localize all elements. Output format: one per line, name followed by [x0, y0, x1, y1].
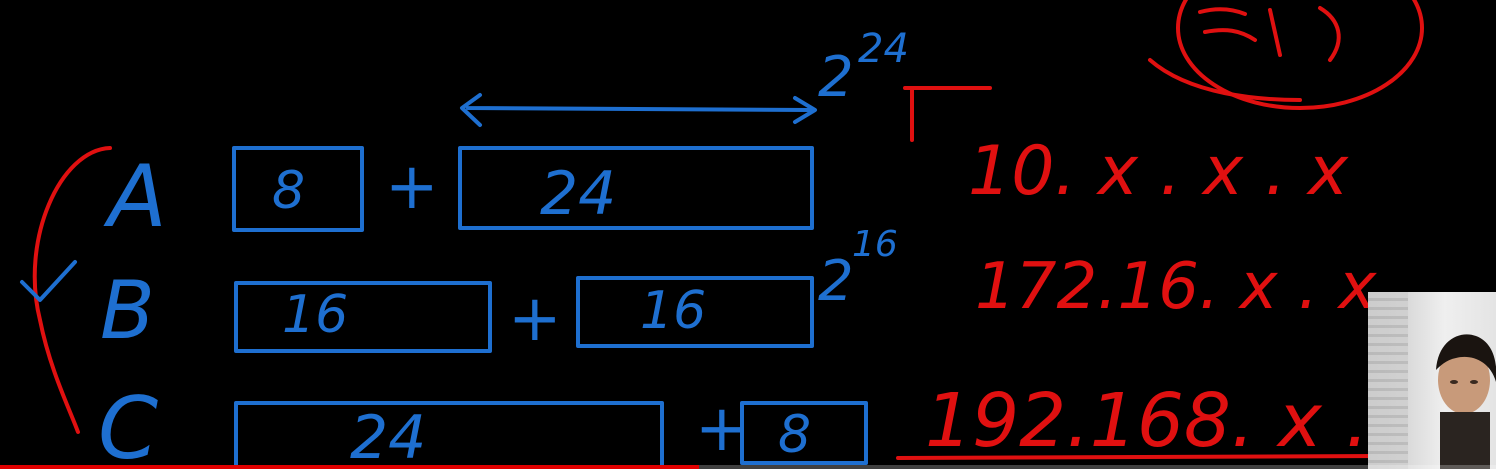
- window-blinds: [1368, 292, 1408, 469]
- class-b-host-bits: 16: [640, 281, 706, 341]
- class-c-network-bits: 24: [350, 403, 426, 469]
- tick-mark-icon: [903, 86, 992, 142]
- class-b-plus: +: [508, 282, 562, 356]
- class-a-range: 10. x . x . x: [968, 132, 1349, 211]
- class-c-plus: +: [695, 392, 749, 466]
- class-b-host-box: [576, 276, 814, 348]
- class-a-power-exponent: 24: [858, 26, 909, 72]
- video-progress-bar[interactable]: [0, 465, 1496, 469]
- video-progress-fill: [0, 465, 699, 469]
- class-c-network-box: [234, 401, 664, 469]
- class-b-power-exponent: 16: [852, 224, 898, 265]
- check-mark-icon: [20, 260, 77, 302]
- class-a-letter: A: [103, 147, 167, 247]
- class-b-letter: B: [100, 264, 155, 357]
- class-b-network-box: [234, 281, 492, 353]
- class-a-network-bits: 8: [272, 161, 305, 221]
- class-a-host-box: [458, 146, 814, 230]
- class-a-power-base: 2: [818, 45, 854, 110]
- class-c-host-box: [740, 401, 868, 465]
- class-a-network-box: [232, 146, 364, 232]
- class-b-power-base: 2: [818, 249, 854, 314]
- class-a-plus: +: [385, 150, 439, 224]
- circled-note-icon: [1148, 0, 1424, 110]
- class-c-letter: C: [98, 379, 158, 469]
- presenter-webcam: [1368, 292, 1496, 469]
- range-arrow-icon: [460, 93, 817, 127]
- class-b-range: 172.16. x . x: [975, 250, 1378, 324]
- class-a-host-bits: 24: [540, 159, 616, 229]
- class-c-host-bits: 8: [778, 405, 811, 465]
- class-b-network-bits: 16: [282, 285, 348, 345]
- underline-icon: [896, 454, 1382, 460]
- class-c-range: 192.168. x . x: [925, 378, 1437, 464]
- presenter-icon: [1436, 334, 1496, 469]
